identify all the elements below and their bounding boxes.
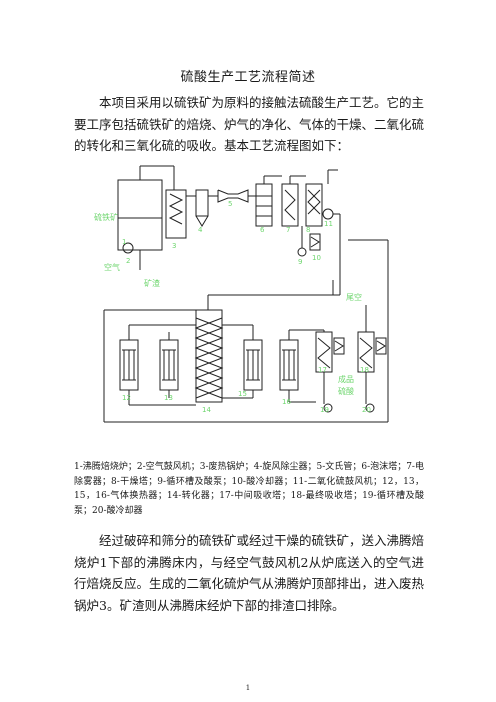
num-19: 19: [320, 406, 329, 414]
pump-9: [297, 247, 307, 257]
num-8: 8: [306, 226, 310, 234]
label-slag: 矿渣: [144, 278, 160, 288]
num-9: 9: [298, 258, 302, 266]
intro-paragraph: 本项目采用以硫铁矿为原料的接触法硫酸生产工艺。它的主要工序包括硫铁矿的焙烧、炉气…: [74, 92, 424, 157]
venturi-5: [217, 189, 249, 203]
pump-19: [323, 403, 333, 413]
converter-14: [195, 309, 223, 403]
num-1: 1: [122, 238, 126, 246]
label-acid-a: 成品: [338, 374, 354, 384]
num-7: 7: [286, 226, 290, 234]
body-paragraph: 经过破碎和筛分的硫铁矿或经过干燥的硫铁矿，送入沸腾焙烧炉1下部的沸腾床内，与经空…: [74, 530, 424, 616]
acid-cooler-10: [309, 233, 321, 251]
diagram-caption: 1-沸腾焙烧炉；2-空气鼓风机；3-废热锅炉；4-旋风除尘器；5-文氏管；6-泡…: [74, 462, 424, 516]
label-feed: 硫铁矿: [94, 212, 118, 222]
num-15: 15: [238, 390, 247, 398]
num-12: 12: [122, 394, 131, 402]
num-14: 14: [202, 406, 211, 414]
num-17: 17: [318, 366, 327, 374]
num-2: 2: [126, 257, 130, 265]
process-flow-diagram: 硫铁矿 空气 矿渣 尾空 成品 硫酸 1 2 3 4 5 6 7 8 9 10 …: [88, 160, 406, 460]
num-4: 4: [198, 226, 203, 234]
foam-tower-6: [255, 183, 273, 227]
intro-text: 本项目采用以硫铁矿为原料的接触法硫酸生产工艺。它的主要工序包括硫铁矿的焙烧、炉气…: [74, 95, 425, 153]
num-5: 5: [228, 200, 232, 208]
so2-blower-11: [322, 208, 334, 220]
label-air: 空气: [104, 262, 120, 272]
num-3: 3: [172, 242, 176, 250]
page-title: 硫酸生产工艺流程简述: [180, 70, 316, 85]
num-16: 16: [282, 398, 291, 406]
num-20: 20: [362, 406, 371, 414]
process-flow-svg: 硫铁矿 空气 矿渣 尾空 成品 硫酸 1 2 3 4 5 6 7 8 9 10 …: [94, 165, 389, 423]
air-blower-2: [122, 242, 134, 254]
page-number: 1: [245, 684, 251, 692]
drying-tower-8: [305, 183, 323, 227]
cyclone-4: [195, 189, 209, 217]
num-10: 10: [312, 254, 321, 262]
pump-19b: [365, 403, 375, 413]
num-6: 6: [260, 226, 265, 234]
num-18: 18: [360, 366, 369, 374]
waste-heat-boiler-3: [165, 189, 187, 239]
body-text: 经过破碎和筛分的硫铁矿或经过干燥的硫铁矿，送入沸腾焙烧炉1下部的沸腾床内，与经空…: [74, 533, 425, 613]
num-13: 13: [164, 394, 173, 402]
label-exhaust: 尾空: [346, 292, 362, 302]
num-11: 11: [324, 220, 333, 228]
label-acid-b: 硫酸: [338, 386, 354, 396]
